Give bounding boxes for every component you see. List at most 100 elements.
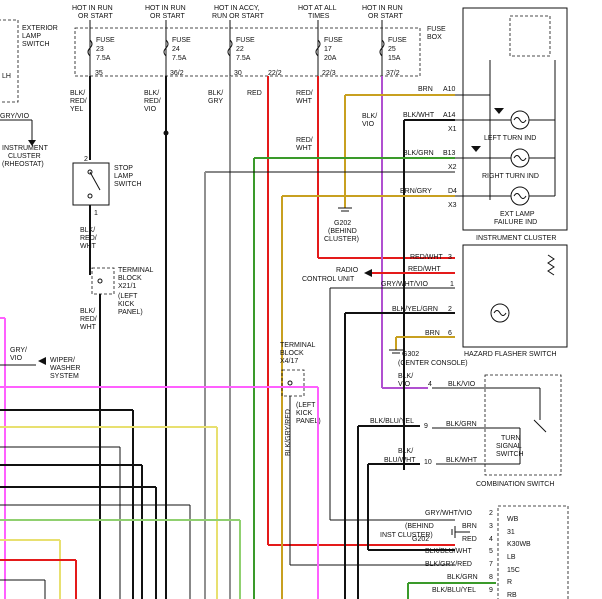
cs-in2-1: BLK/: [398, 448, 413, 455]
inst-rheostat-1: INSTRUMENT: [2, 145, 49, 152]
ext-lamp-label-1: EXTERIOR: [22, 25, 58, 32]
w6-l2: VIO: [362, 121, 375, 128]
left-wire-nest: [0, 317, 319, 599]
tb2-l2: BLOCK: [280, 350, 304, 357]
tb2-l1: TERMINAL: [280, 342, 316, 349]
fuse-22-number: 22: [236, 46, 244, 53]
ext-lamp-lh: LH: [2, 73, 11, 80]
w3-l1: BLK/: [208, 90, 223, 97]
bc-r6-name: RB: [507, 592, 517, 599]
combination-switch: COMBINATION SWITCH BLK/ VIO 4 BLK/VIO BL…: [357, 373, 562, 599]
bc-r4-wire: BLK/GRY/RED: [425, 561, 472, 568]
tb-out-l2: RED/: [80, 316, 97, 323]
g202-l2: (BEHIND: [328, 228, 357, 235]
radio-1: RADIO: [336, 267, 359, 274]
fuse-23-symbol: [87, 39, 93, 57]
ext-fail-2: FAILURE IND: [494, 219, 537, 226]
fuse-17-symbol: [315, 39, 321, 57]
bottom-conn-box: [497, 505, 569, 599]
tb-x21-node: [97, 278, 103, 284]
inst-rheostat-3: (RHEOSTAT): [2, 161, 44, 168]
terminal-block-x21: TERMINAL BLOCK X21/1 (LEFT KICK PANEL) B…: [80, 267, 154, 599]
radio-2: CONTROL UNIT: [302, 276, 355, 283]
wiper-label-1: WIPER/: [50, 357, 75, 364]
cs-out2: BLK/WHT: [446, 457, 478, 464]
wiper-arrow-icon: [38, 357, 46, 365]
hz-p6: 6: [448, 330, 452, 337]
diode-icon: [494, 108, 504, 114]
tb-out-l3: WHT: [80, 324, 97, 331]
bc-r3-name: LB: [507, 554, 516, 561]
col3-line2: RUN OR START: [212, 13, 265, 20]
wiper-label-2: WASHER: [50, 365, 80, 372]
stop-out-l3: WHT: [80, 243, 97, 250]
col3-line1: HOT IN ACCY,: [214, 5, 260, 12]
cluster-label: INSTRUMENT CLUSTER: [476, 235, 556, 242]
fuse-24-number: 24: [172, 46, 180, 53]
hazard-bulb-icon: [490, 303, 510, 323]
hz-p1-wire: GRY/WHT/VIO: [381, 281, 428, 288]
left-turn-label: LEFT TURN IND: [484, 135, 536, 142]
w5-l2: WHT: [296, 98, 313, 105]
bc-behind-2: INST CLUSTER): [380, 532, 433, 539]
tb1-l1: TERMINAL: [118, 267, 154, 274]
cs-bv-1: BLK/: [398, 373, 413, 380]
w2-l3: VIO: [144, 106, 157, 113]
relay-box: [509, 15, 551, 57]
fuse-17-pin: 22/3: [322, 70, 336, 77]
fuse-box-label-2: BOX: [427, 34, 442, 41]
cs-ts-2: SIGNAL: [496, 443, 522, 450]
g302-l2: (CENTER CONSOLE): [398, 360, 468, 367]
hz-p3: 3: [448, 254, 452, 261]
hz-p4-wire: RED/WHT: [408, 266, 441, 273]
bc-r4-pin: 7: [489, 561, 493, 568]
b13-wire: BLK/GRN: [403, 150, 434, 157]
tb1-l2: BLOCK: [118, 275, 142, 282]
stop-switch-pin2: 2: [84, 156, 88, 163]
resistor-icon: [547, 254, 555, 276]
fuse-box: FUSE BOX FUSE 23 7.5A 35 FUSE 24 7.5A 36…: [74, 20, 446, 77]
bc-r4-name: 15C: [507, 567, 520, 574]
w3-l2: GRY: [208, 98, 223, 105]
bc-r2-wire: RED: [462, 536, 477, 543]
hazard-label: HAZARD FLASHER SWITCH: [464, 351, 557, 358]
combo-box: [484, 374, 562, 476]
a14-conn: X1: [448, 126, 457, 133]
stop-lamp-switch: 2 1 STOP LAMP SWITCH BLK/ RED/ WHT: [72, 156, 142, 275]
tb1-l5: KICK: [118, 301, 135, 308]
tb-out-l1: BLK/: [80, 308, 95, 315]
bc-r2-name: K30WB: [507, 541, 531, 548]
wiper-gry-1: GRY/: [10, 347, 27, 354]
a10-wire: BRN: [418, 86, 433, 93]
b13-conn: X2: [448, 164, 457, 171]
fuse-23-number: 23: [96, 46, 104, 53]
tb2-l6: PANEL): [296, 418, 321, 425]
col1-line2: OR START: [78, 13, 113, 20]
right-turn-label: RIGHT TURN IND: [482, 173, 539, 180]
tb1-l6: PANEL): [118, 309, 143, 316]
inst-rheostat-2: CLUSTER: [8, 153, 41, 160]
fuse-24-rating: 7.5A: [172, 55, 187, 62]
instrument-cluster: INSTRUMENT CLUSTER BRN A10 BLK/WHT A14 X…: [400, 7, 568, 242]
fuse-23-word: FUSE: [96, 37, 115, 44]
tb2-l4: (LEFT: [296, 402, 316, 409]
stop-switch-l2: LAMP: [114, 173, 133, 180]
hz-p6-wire: BRN: [425, 330, 440, 337]
col5-line1: HOT IN RUN: [362, 5, 403, 12]
bc-r2-pin: 4: [489, 536, 493, 543]
fuse-box-outline: [74, 27, 421, 77]
tb1-l3: X21/1: [118, 283, 136, 290]
stop-switch-l3: SWITCH: [114, 181, 142, 188]
tb2-l3: X4/17: [280, 358, 298, 365]
fuse-17-number: 17: [324, 46, 332, 53]
splice-dot: [163, 130, 169, 136]
w1-l3: YEL: [70, 106, 83, 113]
bc-r6-wire: BLK/BLU/YEL: [432, 587, 476, 594]
cs-ts-3: SWITCH: [496, 451, 524, 458]
col4-line2: TIMES: [308, 13, 330, 20]
w5b-l1: RED/: [296, 137, 313, 144]
hazard-box: [462, 244, 568, 348]
radio-arrow-icon: [364, 269, 372, 277]
cs-in2-2: BLU/WHT: [384, 457, 416, 464]
bc-r1-wire: BRN: [462, 523, 477, 530]
